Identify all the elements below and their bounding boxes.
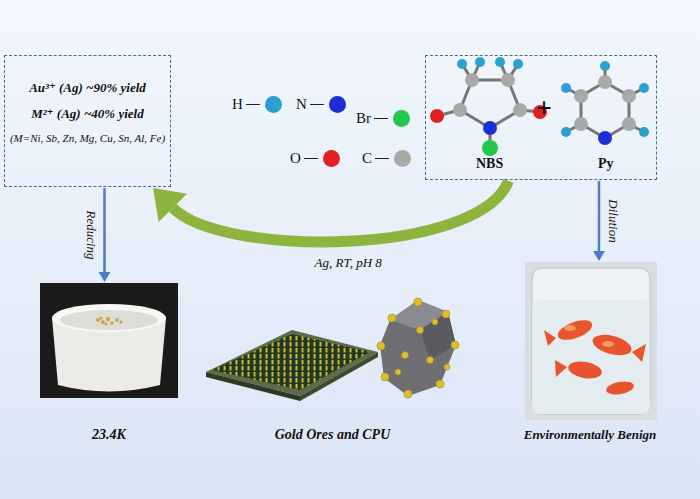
legend-item: N <box>296 96 346 113</box>
fish-panel: Environmentally Benign <box>504 262 676 445</box>
yield-text: Au³⁺ (Ag) ~90% yield <box>5 80 170 96</box>
arrow-head <box>99 272 111 282</box>
panel-caption: Environmentally Benign <box>504 427 676 443</box>
product-box: Au³⁺ (Ag) ~90% yieldM²⁺ (Ag) ~40% yield (… <box>4 55 171 187</box>
legend-text: C <box>362 150 372 167</box>
cpu-ore-panel: Gold Ores and CPU <box>199 292 466 445</box>
curved-arrow <box>173 181 509 242</box>
legend-item: Br <box>356 110 410 127</box>
yield-text: (M=Ni, Sb, Zn, Mg, Cu, Sn, Al, Fe) <box>5 132 170 144</box>
atom-swatch <box>393 110 410 127</box>
flow-arrow <box>99 188 111 282</box>
reagent-label: + <box>536 92 552 124</box>
crucible-panel: 23.4K <box>34 283 184 445</box>
legend-item: C <box>362 150 411 167</box>
nbs-molecule <box>437 62 540 148</box>
bond-dash <box>374 118 388 120</box>
legend-item: H <box>232 96 282 113</box>
reagent-box: NBS + Py <box>425 55 657 180</box>
pyridine-atoms <box>561 61 649 145</box>
bond-dash <box>304 158 318 160</box>
atom-swatch <box>329 96 346 113</box>
gold-ore <box>377 298 459 398</box>
straight-arrow <box>598 181 601 251</box>
legend-text: Br <box>356 110 371 127</box>
straight-arrow <box>103 188 106 272</box>
edge-label: Ag, RT, pH 8 <box>315 255 382 271</box>
pyridine-molecule <box>566 66 644 138</box>
flow-arrow <box>593 181 605 261</box>
reagent-label: NBS <box>476 156 503 172</box>
atom-swatch <box>265 96 282 113</box>
cpu-chip <box>206 330 378 401</box>
atom-swatch <box>394 150 411 167</box>
atom-swatch <box>323 150 340 167</box>
bond-dash <box>310 104 324 106</box>
yield-text: M²⁺ (Ag) ~40% yield <box>5 106 170 122</box>
fish-jar-photo <box>525 262 657 420</box>
edge-label: Dilution <box>605 199 621 242</box>
legend-text: N <box>296 96 307 113</box>
bond-dash <box>375 158 389 160</box>
crucible-photo <box>40 283 178 398</box>
flow-arrow <box>153 181 509 242</box>
panel-caption: 23.4K <box>34 427 184 443</box>
edge-label: Reducing <box>83 210 99 259</box>
bond-dash <box>246 104 260 106</box>
nbs-atoms <box>430 57 547 156</box>
panel-caption: Gold Ores and CPU <box>199 427 466 443</box>
legend-text: O <box>290 150 301 167</box>
reagent-label: Py <box>598 156 614 172</box>
legend-text: H <box>232 96 243 113</box>
arrow-head <box>593 251 605 261</box>
legend-item: O <box>290 150 340 167</box>
